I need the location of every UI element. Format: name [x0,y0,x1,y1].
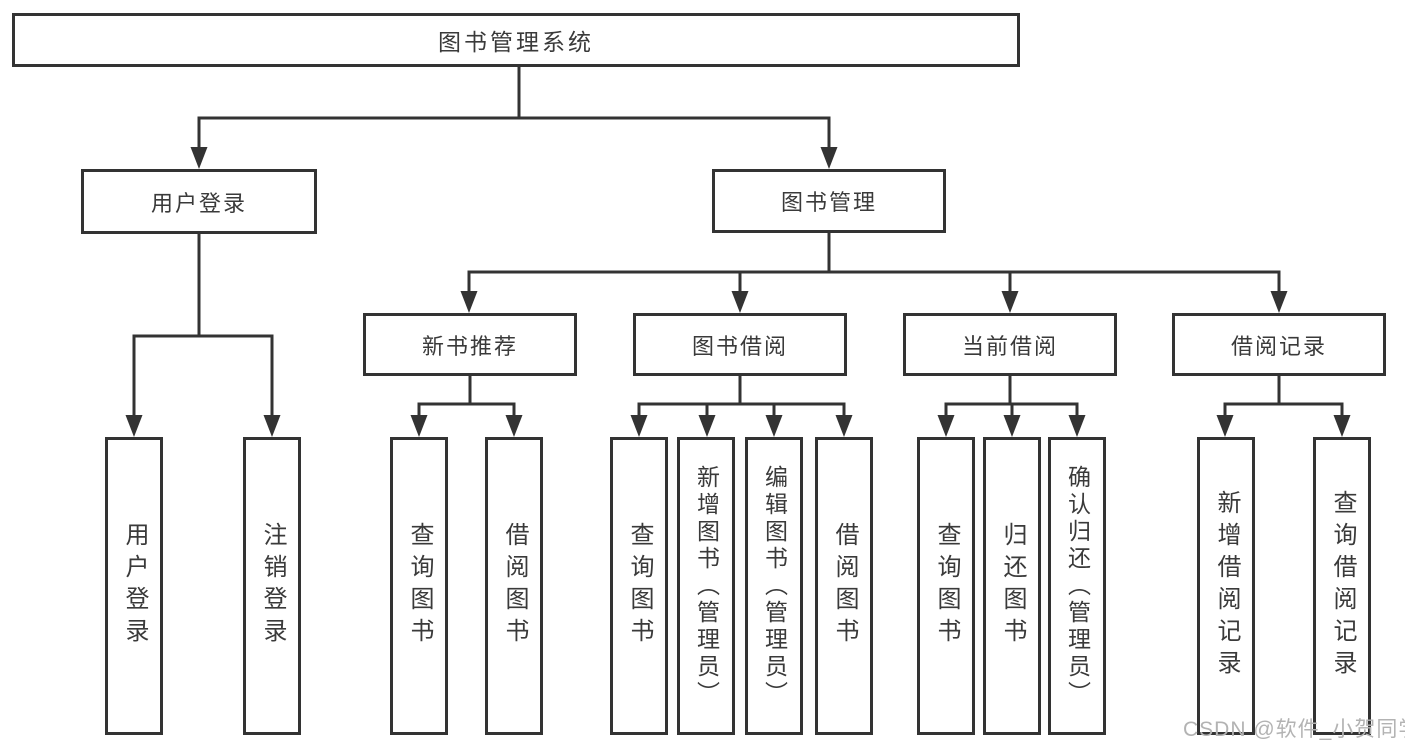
node-root: 图书管理系统 [12,13,1020,67]
node-current-borrow: 当前借阅 [903,313,1117,376]
leaf-query-books-borrow: 查询图书 [610,437,668,735]
leaf-borrow-books-borrow-label: 借阅图书 [831,522,858,650]
leaf-query-books-current-label: 查询图书 [933,522,960,650]
leaf-return-books: 归还图书 [983,437,1041,735]
arrowheads [125,147,1351,437]
leaf-query-borrow-record-label: 查询借阅记录 [1329,490,1356,682]
leaf-query-books-borrow-label: 查询图书 [626,522,653,650]
node-user-login: 用户登录 [81,169,317,234]
leaf-logout-login: 注销登录 [243,437,301,735]
leaf-user-login: 用户登录 [105,437,163,735]
node-new-book-rec-label: 新书推荐 [421,333,518,359]
node-user-login-label: 用户登录 [150,190,247,216]
leaf-edit-books-admin: 编辑图书（管理员） [745,437,803,735]
node-book-borrow-label: 图书借阅 [691,333,788,359]
leaf-borrow-books-rec-label: 借阅图书 [501,522,528,650]
leaf-query-borrow-record: 查询借阅记录 [1313,437,1371,735]
leaf-add-books-admin: 新增图书（管理员） [677,437,735,735]
leaf-return-books-label: 归还图书 [999,522,1026,650]
leaf-query-books-rec-label: 查询图书 [406,522,433,650]
node-current-borrow-label: 当前借阅 [961,333,1058,359]
node-book-mgmt: 图书管理 [712,169,946,233]
node-borrow-records: 借阅记录 [1172,313,1386,376]
leaf-borrow-books-rec: 借阅图书 [485,437,543,735]
leaf-user-login-label: 用户登录 [121,522,148,650]
leaf-add-borrow-record: 新增借阅记录 [1197,437,1255,735]
leaf-borrow-books-borrow: 借阅图书 [815,437,873,735]
leaf-query-books-current: 查询图书 [917,437,975,735]
node-borrow-records-label: 借阅记录 [1230,333,1327,359]
node-root-label: 图书管理系统 [438,29,594,55]
leaf-logout-login-label: 注销登录 [259,522,286,650]
watermark-text: CSDN @软件_小贺同学 [1183,718,1405,741]
leaf-confirm-return-admin: 确认归还（管理员） [1048,437,1106,735]
leaf-confirm-return-admin-label: 确认归还（管理员） [1064,464,1091,708]
leaf-query-books-rec: 查询图书 [390,437,448,735]
node-book-mgmt-label: 图书管理 [780,190,877,215]
leaf-edit-books-admin-label: 编辑图书（管理员） [761,464,788,708]
leaf-add-borrow-record-label: 新增借阅记录 [1213,490,1240,682]
leaf-add-books-admin-label: 新增图书（管理员） [693,464,720,708]
node-book-borrow: 图书借阅 [633,313,847,376]
node-new-book-rec: 新书推荐 [363,313,577,376]
